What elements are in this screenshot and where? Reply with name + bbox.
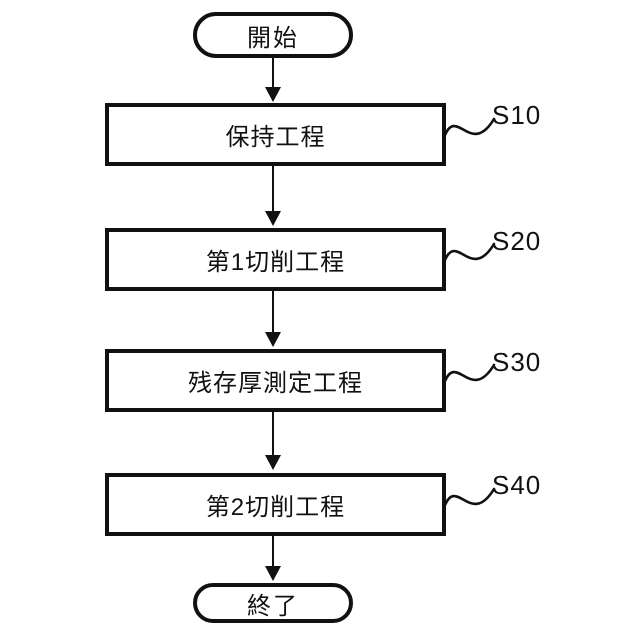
arrow-head <box>265 87 281 102</box>
arrow-head <box>265 211 281 226</box>
reference-squiggle <box>444 487 496 507</box>
reference-squiggle <box>444 242 496 262</box>
process-box-s10: 保持工程 <box>105 103 446 166</box>
process-box-s30: 残存厚測定工程 <box>105 349 446 412</box>
step-id-label: S10 <box>492 100 542 130</box>
end-terminal: 終了 <box>193 583 353 623</box>
reference-squiggle <box>444 117 496 137</box>
flow-arrow <box>265 412 281 470</box>
arrow-head <box>265 566 281 581</box>
arrow-shaft <box>272 166 274 214</box>
arrow-head <box>265 332 281 347</box>
step-id-label: S40 <box>492 470 542 500</box>
process-label: 第1切削工程 <box>205 249 346 276</box>
arrow-shaft <box>272 58 274 90</box>
step-id-label: S30 <box>492 347 542 377</box>
start-terminal-label: 開始 <box>247 24 299 52</box>
step-id-label: S20 <box>492 226 542 256</box>
arrow-head <box>265 455 281 470</box>
arrow-shaft <box>272 412 274 458</box>
arrow-shaft <box>272 536 274 569</box>
process-label: 第2切削工程 <box>205 494 346 521</box>
process-label: 保持工程 <box>225 124 326 151</box>
process-box-s40: 第2切削工程 <box>105 473 446 536</box>
process-box-s20: 第1切削工程 <box>105 228 446 291</box>
end-terminal-label: 終了 <box>247 592 299 620</box>
flow-arrow <box>265 536 281 581</box>
flow-arrow <box>265 291 281 347</box>
arrow-shaft <box>272 291 274 335</box>
reference-squiggle <box>444 363 496 383</box>
start-terminal: 開始 <box>193 12 353 58</box>
process-label: 残存厚測定工程 <box>188 370 363 397</box>
flow-arrow <box>265 58 281 102</box>
flow-arrow <box>265 166 281 226</box>
